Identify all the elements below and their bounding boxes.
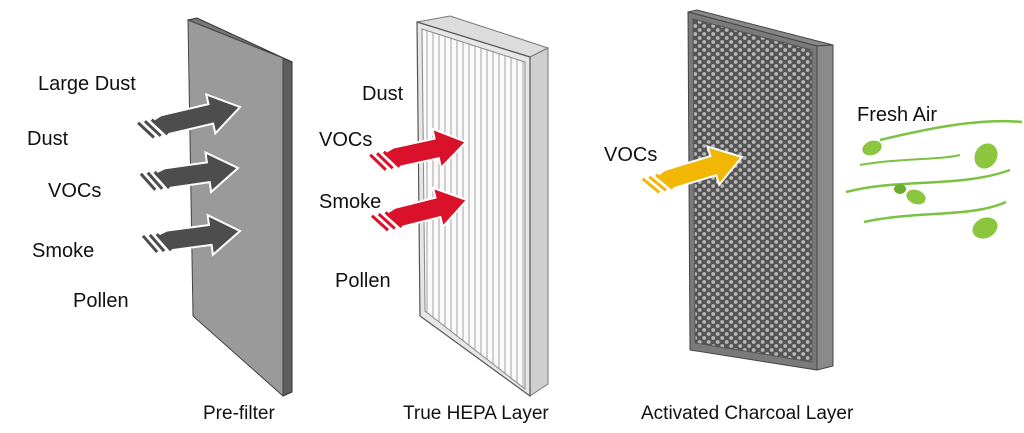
leaf-icon (906, 189, 926, 205)
prefilter-panel (186, 17, 293, 398)
prefilter-arrow-icon (141, 213, 242, 257)
hepa-arrow-icon (369, 127, 468, 171)
charcoal-caption: Activated Charcoal Layer (641, 403, 854, 424)
arrow-body (151, 150, 240, 195)
arrow-stripe (137, 121, 155, 139)
wind-line (845, 168, 1011, 194)
arrow-stripe (143, 120, 162, 138)
hepa-label-vocs: VOCs (319, 129, 372, 151)
prefilter-label-pollen: Pollen (73, 290, 129, 312)
arrow-stripe (141, 234, 159, 254)
arrow-body (652, 145, 744, 191)
arrow-stripe (382, 150, 401, 168)
arrow-stripe (641, 177, 661, 194)
fresh-air-wind (845, 119, 1023, 239)
leaf-icon (862, 140, 882, 156)
charcoal-arrow-icon (641, 145, 744, 194)
prefilter-arrow-icon (139, 150, 240, 195)
wind-line (879, 119, 1023, 142)
arrow-stripe (146, 171, 164, 190)
hepa-label-pollen: Pollen (335, 270, 391, 292)
wind-line (859, 154, 961, 166)
arrows-group (137, 92, 744, 257)
hepa-label-smoke: Smoke (319, 191, 381, 213)
charcoal-label-vocs: VOCs (604, 144, 657, 166)
arrow-stripe (377, 212, 396, 230)
arrow-stripe (150, 118, 169, 136)
arrow-stripe (139, 172, 157, 191)
arrow-stripe (648, 175, 667, 192)
arrow-body (148, 92, 242, 136)
hepa-panel (416, 15, 550, 398)
arrow-stripe (655, 173, 674, 190)
charcoal-panel (687, 9, 834, 371)
arrow-stripe (155, 232, 173, 252)
arrow-stripe (376, 152, 394, 170)
arrow-stripe (148, 233, 166, 253)
arrow-body (153, 213, 242, 257)
fresh-air-label: Fresh Air (857, 104, 937, 126)
prefilter-caption: Pre-filter (203, 403, 275, 424)
arrow-body (380, 127, 468, 170)
hepa-arrow-icon (370, 186, 469, 232)
leaf-icon (894, 184, 906, 194)
leaf-icon (974, 143, 998, 169)
prefilter-label-smoke: Smoke (32, 240, 94, 262)
arrow-stripe (153, 170, 171, 189)
hepa-label-dust: Dust (362, 83, 404, 105)
prefilter-label-dust: Dust (27, 128, 69, 150)
arrow-stripe (384, 211, 403, 228)
wind-line (863, 200, 1007, 224)
arrow-body (382, 186, 469, 229)
arrow-stripe (370, 214, 390, 232)
leaf-icon (972, 217, 998, 239)
hepa-caption: True HEPA Layer (403, 403, 549, 424)
arrow-stripe (369, 153, 387, 171)
prefilter-arrow-icon (137, 92, 242, 139)
prefilter-label-large-dust: Large Dust (38, 73, 136, 95)
prefilter-label-vocs: VOCs (48, 180, 101, 202)
